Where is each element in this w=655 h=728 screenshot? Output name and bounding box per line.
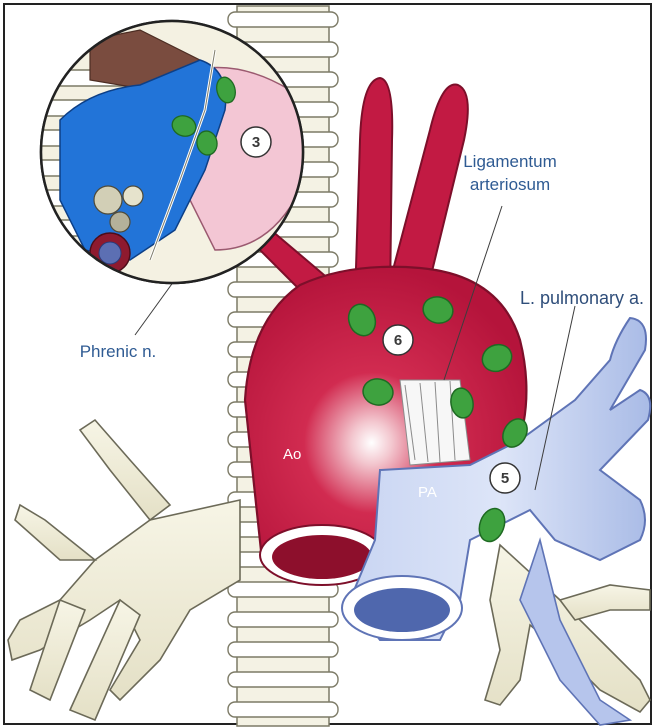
pulmonary-artery-label: PA bbox=[418, 484, 437, 501]
station-5-marker: 5 bbox=[490, 463, 520, 493]
aorta-label: Ao bbox=[283, 446, 301, 463]
station-5-label: 5 bbox=[501, 470, 509, 487]
station-3-marker: 3 bbox=[241, 127, 271, 157]
ligamentum-label-line1: Ligamentum bbox=[463, 152, 557, 171]
station-3-label: 3 bbox=[252, 134, 260, 151]
tracheal-ring bbox=[228, 702, 338, 717]
tracheal-ring bbox=[228, 12, 338, 27]
tracheal-ring bbox=[228, 672, 338, 687]
phrenic-nerve-label: Phrenic n. bbox=[80, 342, 157, 361]
tracheal-ring bbox=[228, 642, 338, 657]
ligamentum-label-line2: arteriosum bbox=[470, 175, 550, 194]
tracheal-ring bbox=[228, 612, 338, 627]
left-pulmonary-artery-label: L. pulmonary a. bbox=[520, 288, 644, 308]
station-6-label: 6 bbox=[394, 332, 402, 349]
station-6-marker: 6 bbox=[383, 325, 413, 355]
